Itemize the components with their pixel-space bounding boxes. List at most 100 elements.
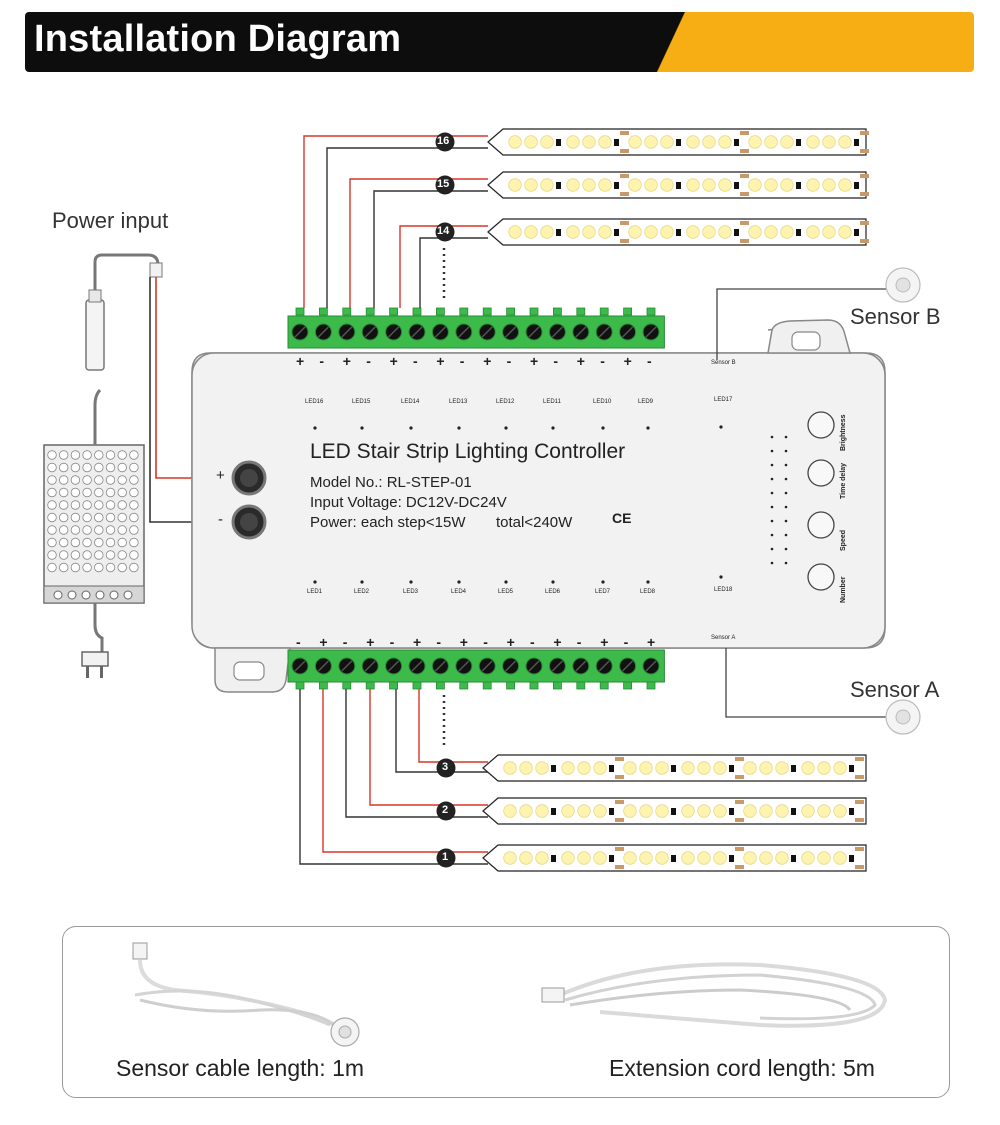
solder-pad xyxy=(615,865,624,869)
psu-vent-hole xyxy=(70,537,81,548)
led-chip xyxy=(713,761,727,775)
psu-vent-hole xyxy=(117,512,127,523)
led-chip xyxy=(806,178,820,192)
psu-vent-hole xyxy=(82,462,92,473)
psu-vent-hole xyxy=(117,462,127,473)
indicator-dot xyxy=(784,533,788,537)
psu-vent-hole xyxy=(94,487,104,498)
terminal-slot xyxy=(458,326,470,338)
terminal-pin xyxy=(459,681,469,690)
led-chip xyxy=(681,804,695,818)
led-indicator xyxy=(551,426,555,430)
wire-positive xyxy=(322,689,488,853)
led-chip xyxy=(598,135,612,149)
led-chip xyxy=(764,135,778,149)
psu-vent-hole xyxy=(129,512,139,523)
led-chip xyxy=(593,804,607,818)
led-chip xyxy=(764,225,778,239)
wire-negative xyxy=(395,689,488,773)
led-resistor xyxy=(676,182,681,189)
led-indicator xyxy=(551,580,555,584)
psu-vent-hole xyxy=(94,475,104,485)
terminal-pin xyxy=(482,681,492,690)
polarity-label: + xyxy=(342,353,351,369)
psu-vent-hole xyxy=(82,475,92,485)
led-chip xyxy=(822,178,836,192)
led-resistor xyxy=(609,808,614,815)
led-chip xyxy=(780,178,794,192)
led-resistor xyxy=(671,765,676,772)
wire-negative xyxy=(326,147,488,308)
terminal-slot xyxy=(481,326,493,338)
wire-positive xyxy=(399,225,488,308)
led-chip xyxy=(561,851,575,865)
polarity-label: - xyxy=(553,353,559,369)
psu-vent-hole xyxy=(105,450,116,460)
led-indicator xyxy=(360,426,364,430)
psu-vent-hole xyxy=(117,500,127,510)
controller-power-total: total<240W xyxy=(496,514,573,531)
psu-screw xyxy=(95,590,105,600)
led-resistor xyxy=(854,139,859,146)
led-resistor xyxy=(854,229,859,236)
solder-pad xyxy=(855,818,864,822)
terminal-slot xyxy=(622,326,634,338)
solder-pad xyxy=(615,775,624,779)
led-channel-label: LED5 xyxy=(498,589,514,595)
sensor-b-label: Sensor B xyxy=(850,304,941,329)
led-chip xyxy=(519,851,533,865)
led-chip xyxy=(535,761,549,775)
led-chip xyxy=(577,851,591,865)
terminal-slot xyxy=(551,326,563,338)
solder-pad xyxy=(740,149,749,153)
led-chip xyxy=(660,135,674,149)
terminal-pin xyxy=(529,307,539,316)
solder-pad xyxy=(740,192,749,196)
controller-model: Model No.: RL-STEP-01 xyxy=(310,474,472,491)
indicator-dot xyxy=(770,547,774,551)
wire-negative xyxy=(345,689,488,818)
led-channel-label: LED6 xyxy=(545,589,561,595)
polarity-label: + xyxy=(647,634,656,650)
led-channel-label: LED10 xyxy=(593,399,612,405)
polarity-label: + xyxy=(623,353,632,369)
psu-vent-hole xyxy=(129,475,139,485)
psu-vent-hole xyxy=(59,450,69,460)
page-title: Installation Diagram xyxy=(34,18,402,60)
led-indicator xyxy=(504,426,508,430)
terminal-block-top xyxy=(287,307,665,349)
led-channel-label: LED7 xyxy=(595,589,611,595)
led-chip xyxy=(697,804,711,818)
led-chip xyxy=(833,851,847,865)
terminal-pin xyxy=(506,681,516,690)
power-supply-icon xyxy=(43,444,145,604)
polarity-label: + xyxy=(506,634,515,650)
control-button xyxy=(807,511,835,539)
solder-pad xyxy=(735,865,744,869)
terminal-pin xyxy=(365,681,375,690)
led-chip xyxy=(540,225,554,239)
psu-screw xyxy=(81,590,91,600)
led-chip xyxy=(718,135,732,149)
control-button-label: Number xyxy=(840,576,847,603)
polarity-label: + xyxy=(576,353,585,369)
led-indicator xyxy=(409,426,413,430)
psu-vent-hole xyxy=(82,537,92,548)
led-resistor xyxy=(854,182,859,189)
polarity-label: - xyxy=(530,634,535,650)
power-plus-label: + xyxy=(216,467,225,484)
solder-pad xyxy=(855,757,864,761)
led-chip xyxy=(838,225,852,239)
terminal-pin xyxy=(365,307,375,316)
led-chip xyxy=(566,225,580,239)
psu-vent-hole xyxy=(94,562,104,573)
terminal-slot xyxy=(505,660,517,672)
led-chip xyxy=(623,804,637,818)
led-chip xyxy=(681,761,695,775)
psu-vent-hole xyxy=(94,537,104,548)
psu-vent-hole xyxy=(129,487,139,498)
led-indicator xyxy=(457,580,461,584)
led-resistor xyxy=(791,808,796,815)
led-indicator xyxy=(313,580,317,584)
solder-pad xyxy=(735,847,744,851)
